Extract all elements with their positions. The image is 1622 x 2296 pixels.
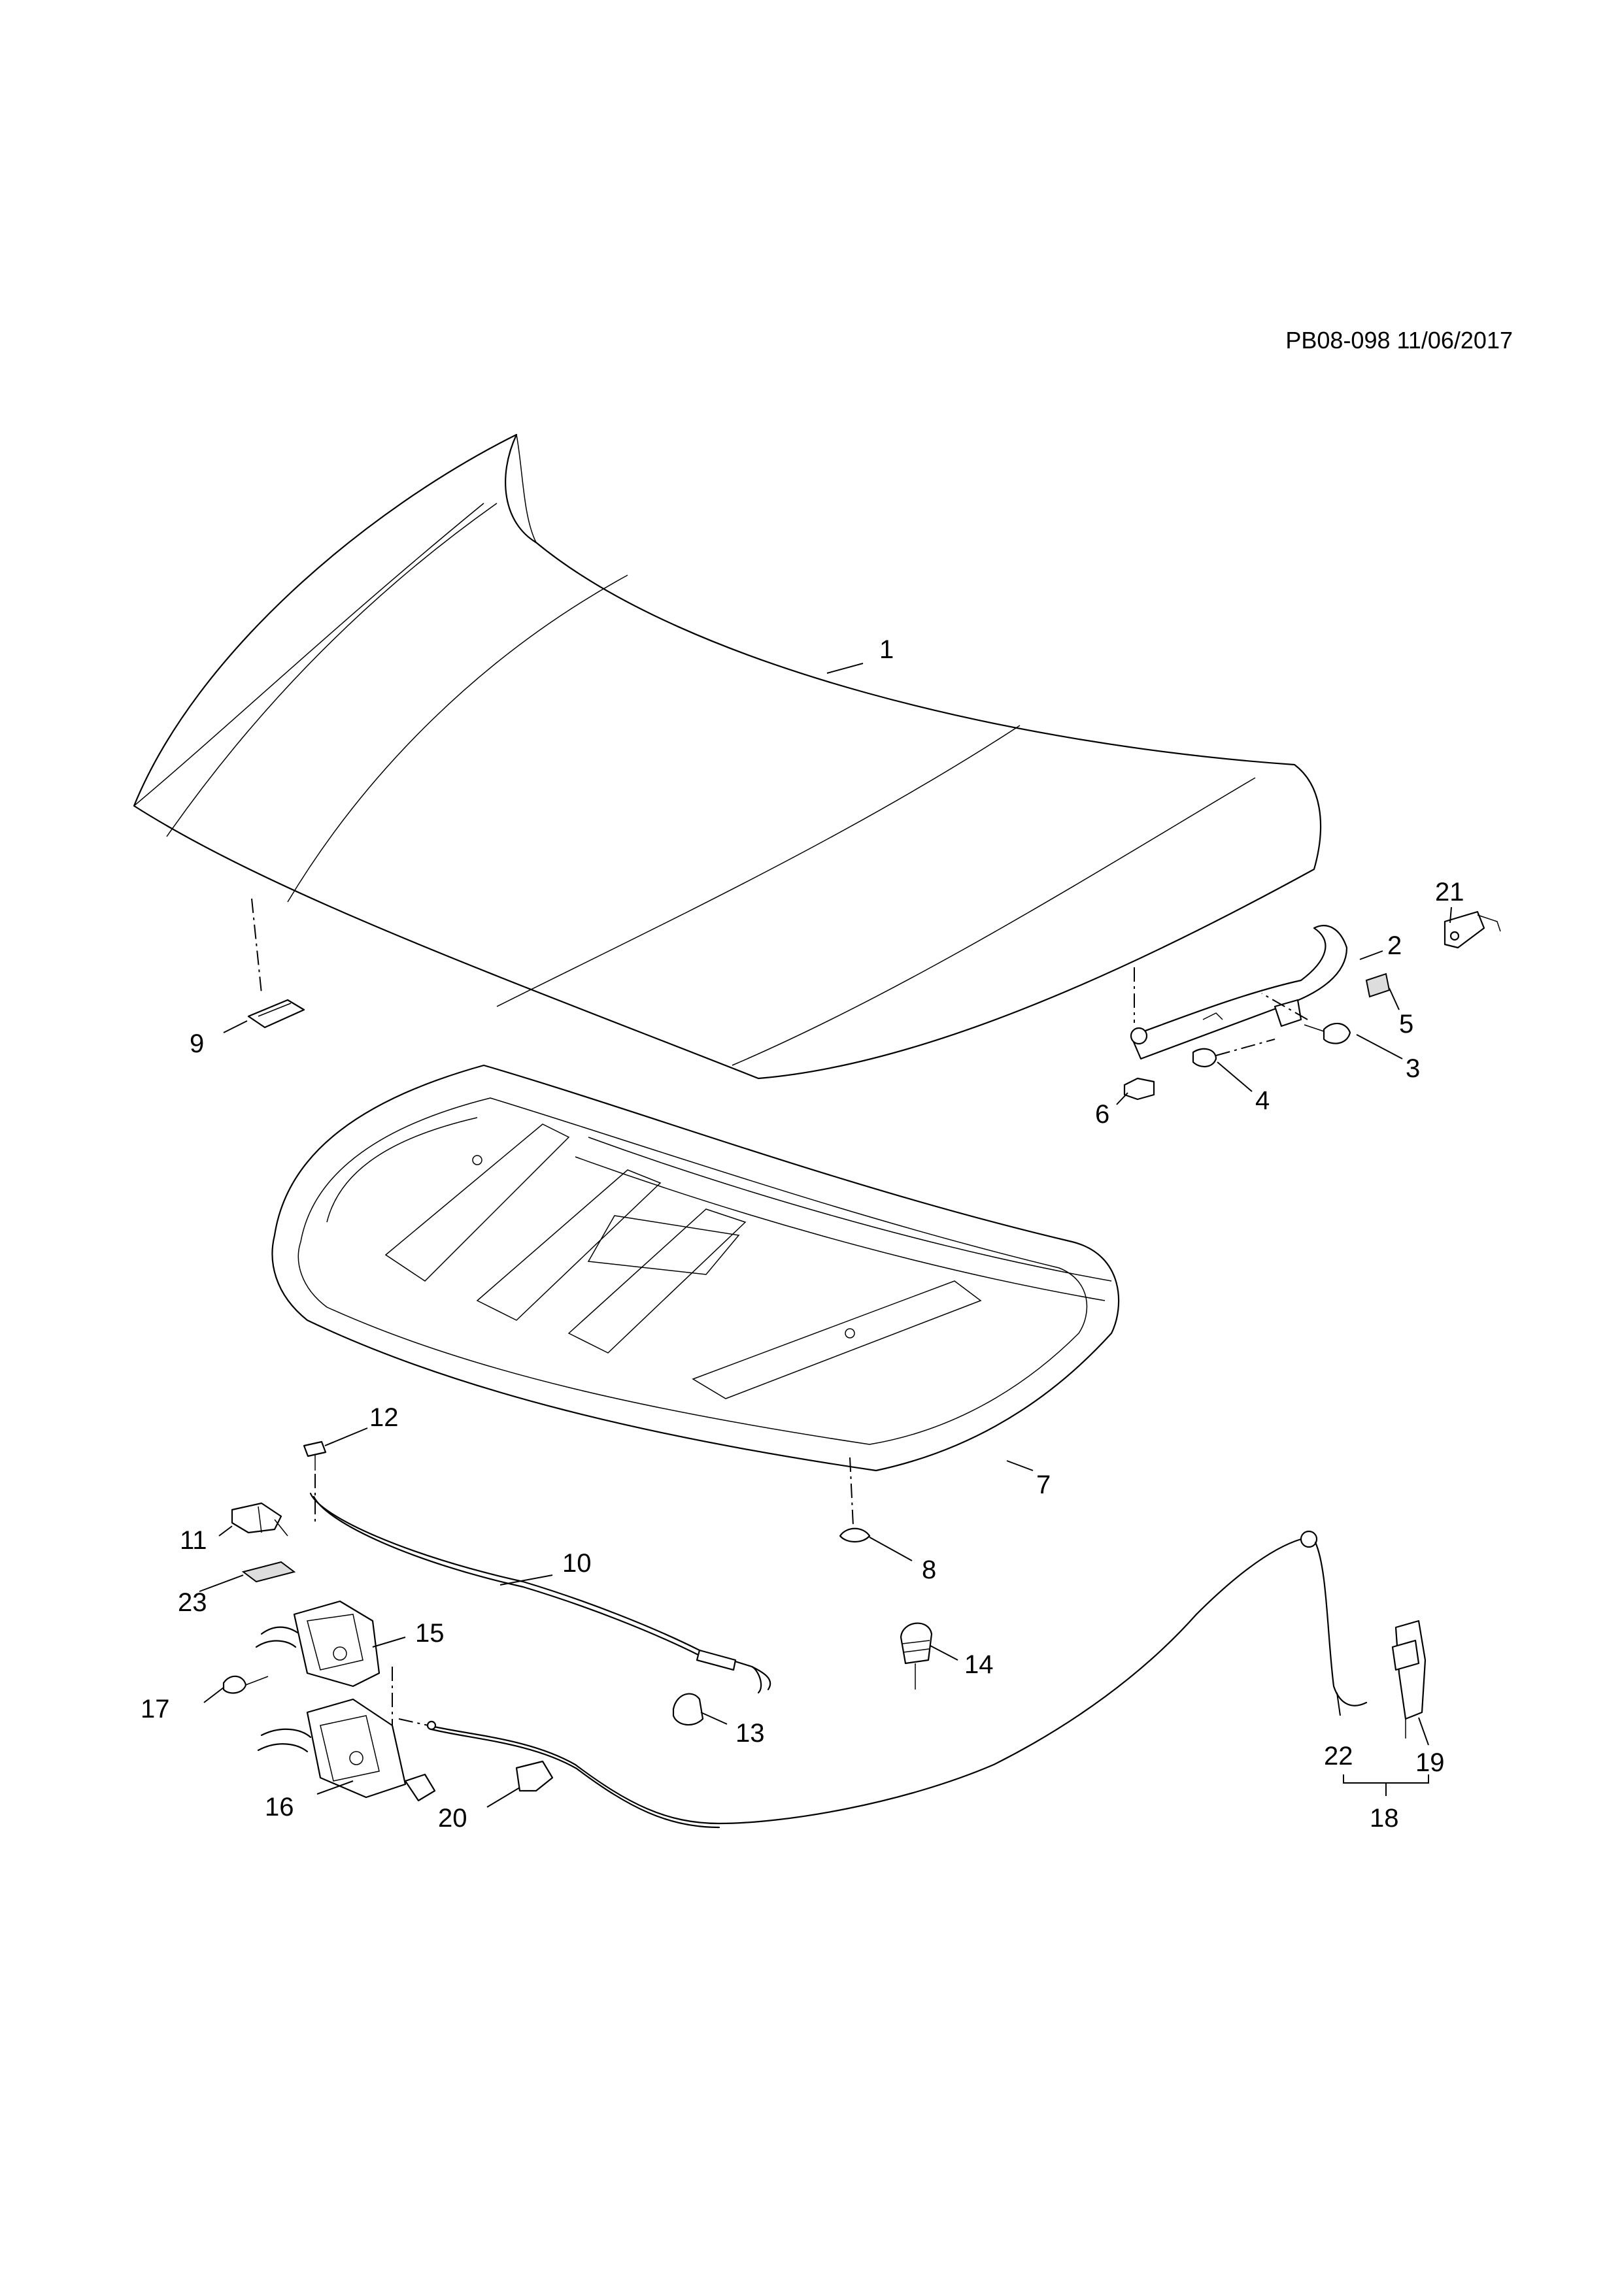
- callout-16: 16: [265, 1793, 294, 1822]
- leader-lines: [199, 663, 1452, 1808]
- pad-part-23: [241, 1561, 296, 1583]
- callout-18: 18: [1370, 1804, 1399, 1833]
- callout-7: 7: [1036, 1471, 1051, 1499]
- callout-2: 2: [1387, 931, 1402, 960]
- callout-13: 13: [735, 1719, 765, 1748]
- prop-rod-clip-part-11: [231, 1502, 288, 1537]
- callout-12: 12: [369, 1403, 399, 1432]
- bumper-part-14: [900, 1622, 933, 1689]
- callout-8: 8: [922, 1556, 936, 1584]
- release-cable: [398, 1530, 1368, 1829]
- callout-23: 23: [178, 1588, 207, 1617]
- callout-15: 15: [415, 1619, 445, 1648]
- latch-assembly-part-16: [257, 1698, 436, 1802]
- latch-assembly-part-15: [255, 1600, 380, 1688]
- callout-1: 1: [879, 635, 894, 664]
- hood-insulator: [271, 1064, 1120, 1472]
- hood-stop-part-9: [247, 898, 305, 1029]
- pushpin-part-12: [303, 1440, 327, 1523]
- callout-17: 17: [141, 1695, 170, 1723]
- callout-14: 14: [964, 1650, 994, 1679]
- callout-11: 11: [180, 1526, 207, 1555]
- callout-22: 22: [1324, 1742, 1353, 1771]
- callout-6: 6: [1095, 1100, 1109, 1129]
- hood-hinge-assembly: [1123, 910, 1501, 1101]
- cable-clip-part-20: [515, 1760, 554, 1792]
- callout-10: 10: [562, 1549, 592, 1578]
- callout-21: 21: [1435, 878, 1464, 907]
- callout-19: 19: [1415, 1748, 1445, 1777]
- bolt-part-17: [222, 1675, 269, 1694]
- callout-9: 9: [190, 1029, 204, 1058]
- callout-5: 5: [1399, 1010, 1413, 1039]
- callout-20: 20: [438, 1804, 467, 1833]
- callout-labels: 1 2 3 4 5 6 7 8 9 10 11 12 13 14 15 16 1…: [141, 635, 1464, 1833]
- callout-3: 3: [1406, 1054, 1420, 1083]
- rod-clip-part-13: [672, 1693, 704, 1726]
- hood-panel: [133, 433, 1322, 1080]
- clip-part-8: [839, 1457, 871, 1543]
- release-handle-part-19: [1391, 1620, 1427, 1739]
- diagram-reference: PB08-098 11/06/2017: [1285, 327, 1513, 354]
- callout-4: 4: [1255, 1086, 1270, 1115]
- prop-rod-part-10: [309, 1492, 771, 1694]
